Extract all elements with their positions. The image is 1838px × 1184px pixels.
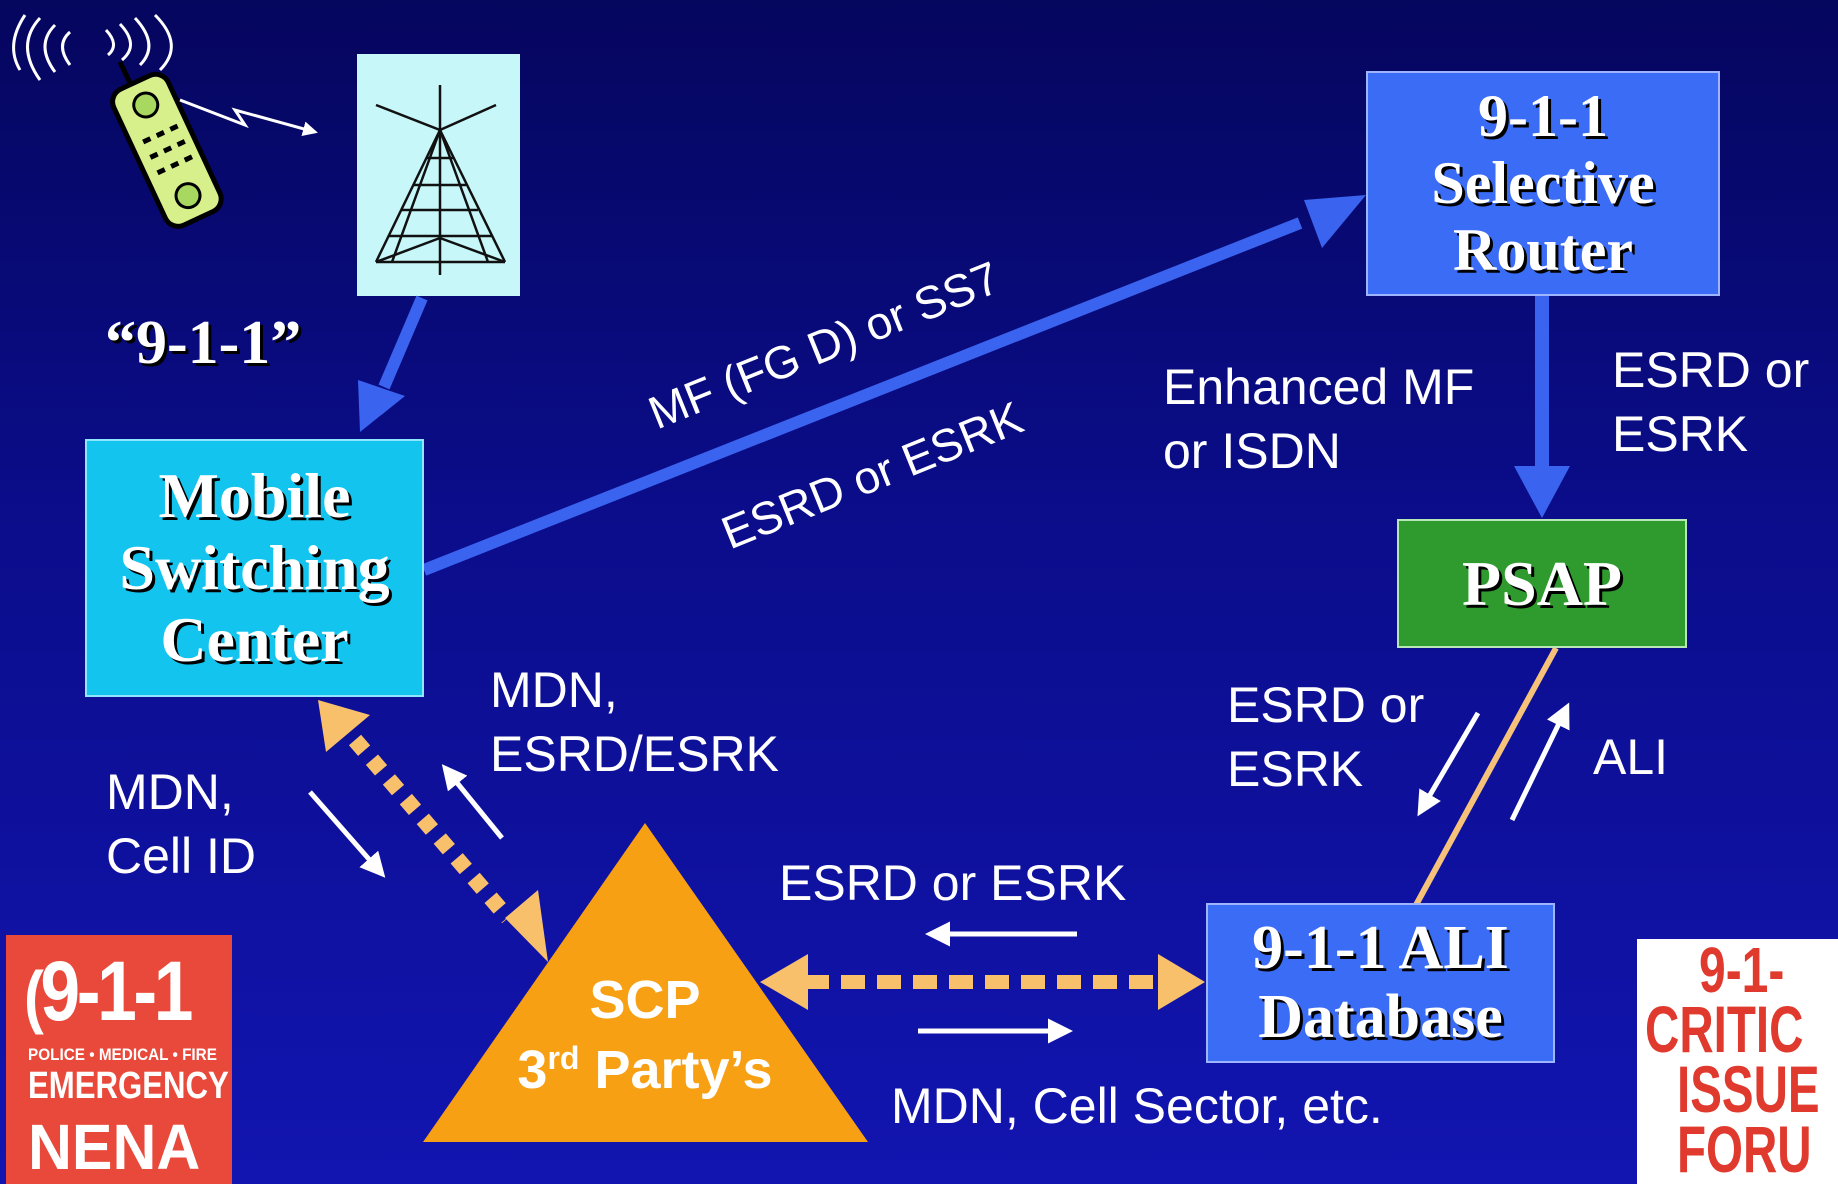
- critical-issues-forum-logo: 9-1- CRITIC ISSUE FORU: [1637, 939, 1838, 1184]
- router-psap-signaling-line-1: Enhanced MF: [1163, 359, 1475, 415]
- msc-to-scp-line-1: MDN,: [106, 764, 234, 820]
- nena-logo: (9-1-1 POLICE • MEDICAL • FIRE EMERGENCY…: [6, 935, 232, 1184]
- forum-line-4: FORU: [1677, 1112, 1812, 1184]
- router-psap-identifier-line-1: ESRD or: [1612, 342, 1810, 398]
- nena-services: POLICE • MEDICAL • FIRE: [28, 1045, 217, 1064]
- selective-router-line-1: 9-1-1: [1478, 82, 1608, 149]
- selective-router-line-3: Router: [1453, 217, 1633, 284]
- msc-line-2: Switching: [119, 532, 390, 604]
- signal-zigzag: [179, 98, 318, 137]
- msc-line-1: Mobile: [158, 460, 351, 532]
- ali-database-node: 9-1-1 ALI Database: [1206, 903, 1555, 1063]
- direction-arrows: [308, 702, 1570, 1044]
- scp-to-msc-label: MDN, ESRD/ESRK: [490, 658, 779, 786]
- forum-line-3: ISSUE: [1677, 1052, 1820, 1126]
- psap-label: PSAP: [1462, 547, 1622, 619]
- arrow-msc-to-router: [421, 195, 1366, 576]
- router-psap-signaling-line-2: or ISDN: [1163, 423, 1341, 479]
- psap-ali-link: [1413, 646, 1559, 907]
- psap-node: PSAP: [1397, 519, 1687, 648]
- dotted-link-scp-ali: [760, 954, 1205, 1010]
- msc-node: Mobile Switching Center: [85, 439, 424, 697]
- psap-to-ali-line-2: ESRK: [1227, 741, 1364, 797]
- scp-line-2: 3rd Party’s: [517, 1040, 773, 1101]
- msc-line-3: Center: [160, 603, 349, 675]
- router-psap-signaling-label: Enhanced MF or ISDN: [1163, 355, 1474, 483]
- radio-waves-icon: [12, 13, 173, 81]
- nena-org: NENA: [28, 1111, 201, 1183]
- selective-router-line-2: Selective: [1431, 149, 1655, 216]
- forum-line-2: CRITIC: [1645, 992, 1804, 1066]
- cell-tower-icon: [357, 54, 520, 296]
- arrow-router-to-psap: [1514, 294, 1570, 518]
- router-psap-identifier-line-2: ESRK: [1612, 406, 1749, 462]
- msc-to-scp-line-2: Cell ID: [106, 828, 257, 884]
- phone-icon: (: [24, 957, 44, 1035]
- dialed-number-label: “9-1-1”: [105, 309, 302, 377]
- router-psap-identifier-label: ESRD or ESRK: [1612, 338, 1809, 466]
- ali-to-psap-label: ALI: [1593, 729, 1669, 785]
- scp-line-1: SCP: [589, 970, 701, 1030]
- nena-logo-number: (9-1-1: [24, 943, 194, 1040]
- scp-triangle: [423, 823, 868, 1142]
- psap-to-ali-line-1: ESRD or: [1227, 677, 1425, 733]
- scp-to-msc-line-1: MDN,: [490, 662, 618, 718]
- nena-number: 9-1-1: [40, 944, 193, 1038]
- arrow-psap-to-ali: [1417, 711, 1481, 817]
- scp-to-msc-line-2: ESRD/ESRK: [490, 726, 779, 782]
- ali-line-2: Database: [1258, 983, 1503, 1051]
- ali-to-scp-label: ESRD or ESRK: [779, 855, 1127, 911]
- scp-to-ali-label: MDN, Cell Sector, etc.: [891, 1078, 1383, 1134]
- arrow-msc-to-scp: [308, 790, 386, 878]
- scp-label: SCP 3rd Party’s: [470, 965, 820, 1105]
- arrow-scp-to-msc: [441, 764, 504, 840]
- cell-phone-icon: [110, 60, 224, 229]
- msc-to-scp-label: MDN, Cell ID: [106, 760, 256, 888]
- forum-line-1: 9-1-: [1699, 939, 1785, 1006]
- ali-line-1: 9-1-1 ALI: [1252, 913, 1509, 982]
- psap-to-ali-label: ESRD or ESRK: [1227, 673, 1424, 801]
- selective-router-node: 9-1-1 Selective Router: [1366, 71, 1720, 296]
- nena-emergency: EMERGENCY: [28, 1065, 229, 1107]
- dotted-link-msc-scp: [318, 700, 548, 962]
- arrow-ali-to-psap: [1509, 702, 1570, 822]
- arrow-tower-to-msc: [358, 295, 428, 432]
